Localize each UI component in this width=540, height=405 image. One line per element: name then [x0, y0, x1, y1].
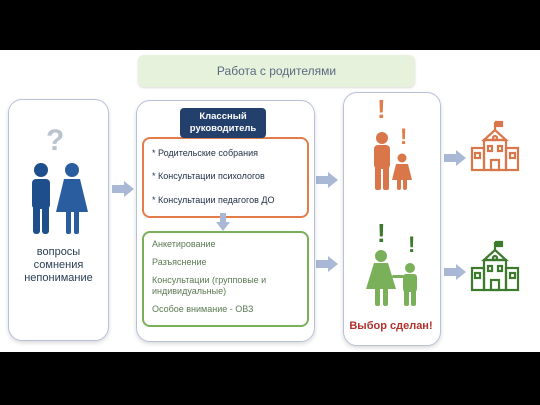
- question-icon: ?: [46, 124, 65, 157]
- title-text: Работа с родителями: [216, 64, 337, 78]
- orange-item: * Родительские собрания: [152, 148, 258, 158]
- slide: Работа с родителями ? вопросы сомнения н…: [0, 50, 540, 352]
- man-woman-icon: [32, 163, 88, 234]
- orange-item: * Консультации педагогов ДО: [152, 195, 275, 205]
- exclamation-icon: !: [408, 232, 416, 257]
- exclamation-icon: !: [377, 94, 386, 124]
- arrow-right-icon: [112, 181, 134, 197]
- left-panel: [8, 99, 109, 341]
- green-item: Особое внимание - ОВЗ: [152, 304, 254, 314]
- exclamation-icon: !: [377, 218, 386, 248]
- orange-item: * Консультации психологов: [152, 171, 265, 181]
- woman-icon: [56, 163, 88, 234]
- left-panel-text: вопросы сомнения непонимание: [8, 246, 109, 285]
- arrow-right-icon: [316, 256, 338, 272]
- man-icon: [32, 163, 50, 234]
- exclamation-icon: !: [400, 124, 408, 149]
- parent-child-orange-icon: [374, 132, 412, 190]
- arrow-right-icon: [444, 264, 466, 280]
- right-panel: [343, 92, 441, 346]
- school-orange-icon: [470, 120, 520, 172]
- class-teacher-badge: Классный руководитель: [180, 108, 266, 138]
- arrow-right-icon: [316, 172, 338, 188]
- left-line-misunderstanding: непонимание: [24, 272, 93, 284]
- green-item: Консультации (групповые и индивидуальные…: [152, 275, 267, 296]
- left-line-doubts: сомнения: [33, 259, 84, 271]
- arrow-down-icon: [216, 213, 230, 231]
- choice-made-text: Выбор сделан!: [349, 320, 433, 332]
- green-box: Анкетирование Разъяснение Консультации (…: [142, 231, 309, 327]
- arrow-right-icon: [444, 150, 466, 166]
- green-item: Анкетирование: [152, 239, 216, 249]
- title-bar: Работа с родителями: [138, 55, 415, 87]
- left-line-questions: вопросы: [36, 246, 81, 258]
- orange-box: * Родительские собрания * Консультации п…: [142, 137, 309, 218]
- parent-child-green-icon: [366, 250, 417, 306]
- green-item: Разъяснение: [152, 257, 207, 267]
- school-green-icon: [470, 240, 520, 292]
